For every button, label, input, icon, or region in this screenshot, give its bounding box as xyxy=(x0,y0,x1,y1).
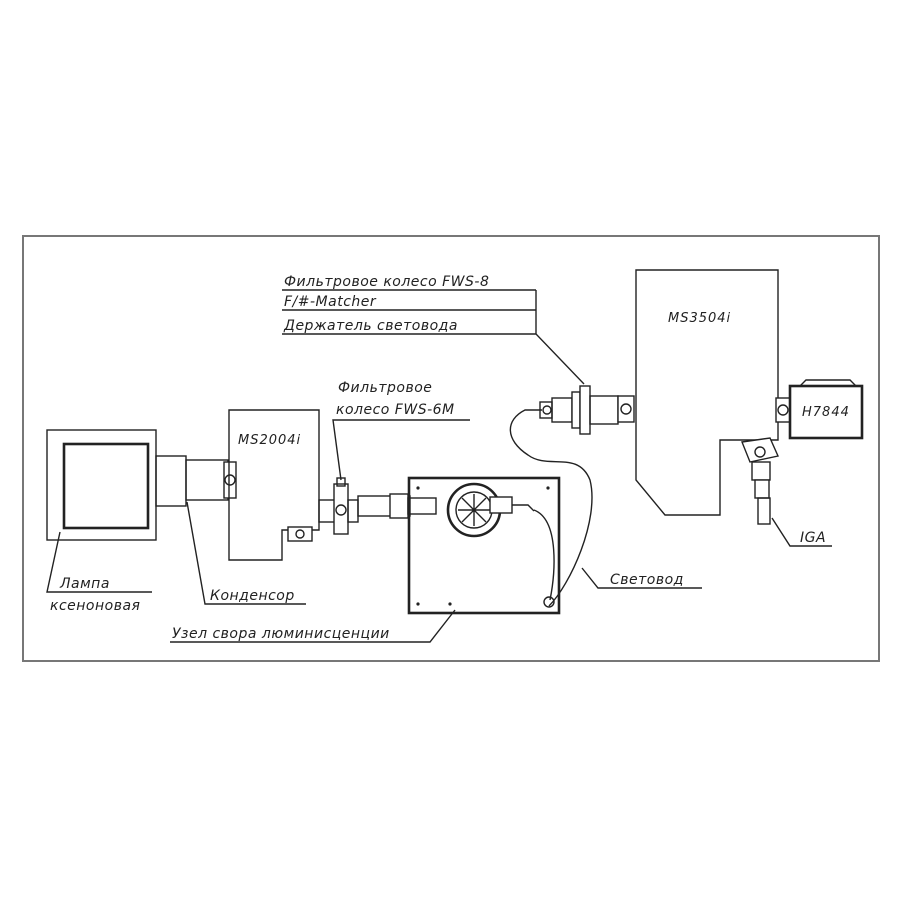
filter-wheel-fws-6m xyxy=(318,477,437,535)
light-guide-label: Световод xyxy=(610,572,684,588)
fiber-holder-label: Держатель световода xyxy=(283,318,458,334)
lamp-label-line2: ксеноновая xyxy=(50,598,140,614)
filter-wheel-6m-label-line2: колесо FWS-6M xyxy=(336,402,455,418)
f-matcher-label: F/#-Matcher xyxy=(284,294,377,310)
ms3504i-label: MS3504i xyxy=(668,311,731,326)
lamp-label-line1: Лампа xyxy=(59,576,110,592)
ms2004i-label: MS2004i xyxy=(238,433,301,448)
filter-wheel-6m-label-line1: Фильтровое xyxy=(338,380,432,396)
luminescence-collection-unit xyxy=(407,476,561,615)
light-guide-fiber xyxy=(509,409,593,607)
diagram-frame xyxy=(22,235,880,662)
h7844-label: H7844 xyxy=(802,405,850,420)
spectrograph-ms3504i: MS3504i xyxy=(635,269,791,516)
fiber-holder-assembly xyxy=(539,385,635,435)
filter-wheel-8-label: Фильтровое колесо FWS-8 xyxy=(284,274,489,290)
detector-h7844: H7844 xyxy=(788,379,864,440)
condenser xyxy=(185,459,237,501)
detector-iga xyxy=(741,437,779,525)
monochromator-ms2004i: MS2004i xyxy=(228,409,320,561)
luminescence-unit-label: Узел свора люминисценции xyxy=(172,626,390,642)
xenon-lamp xyxy=(46,429,187,541)
leader-lines xyxy=(46,289,832,643)
iga-label: IGA xyxy=(800,530,826,546)
condenser-label: Конденсор xyxy=(210,588,295,604)
